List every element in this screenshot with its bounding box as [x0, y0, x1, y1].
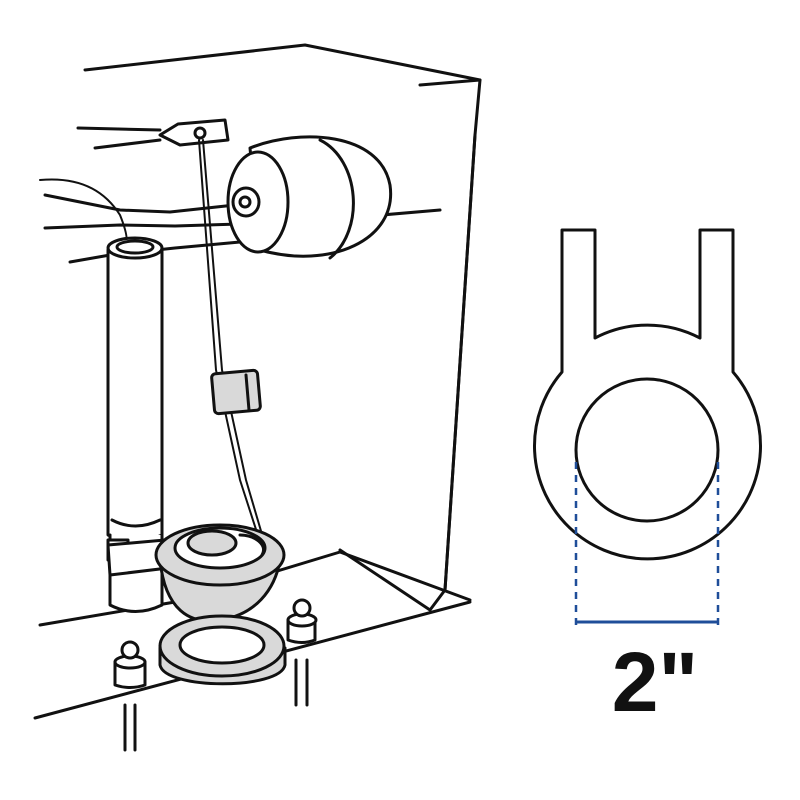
valve-seat-gasket [158, 614, 287, 686]
chain-clip [76, 118, 230, 150]
float-ball [226, 135, 393, 260]
mounting-bolt-right [286, 598, 318, 707]
size-label: 2" [611, 635, 699, 729]
flapper-chain [198, 139, 267, 549]
flapper-valve [106, 523, 286, 623]
diameter-dimension [574, 462, 720, 628]
flapper-ring-detail [533, 228, 762, 561]
mounting-bolt-left [113, 640, 147, 752]
